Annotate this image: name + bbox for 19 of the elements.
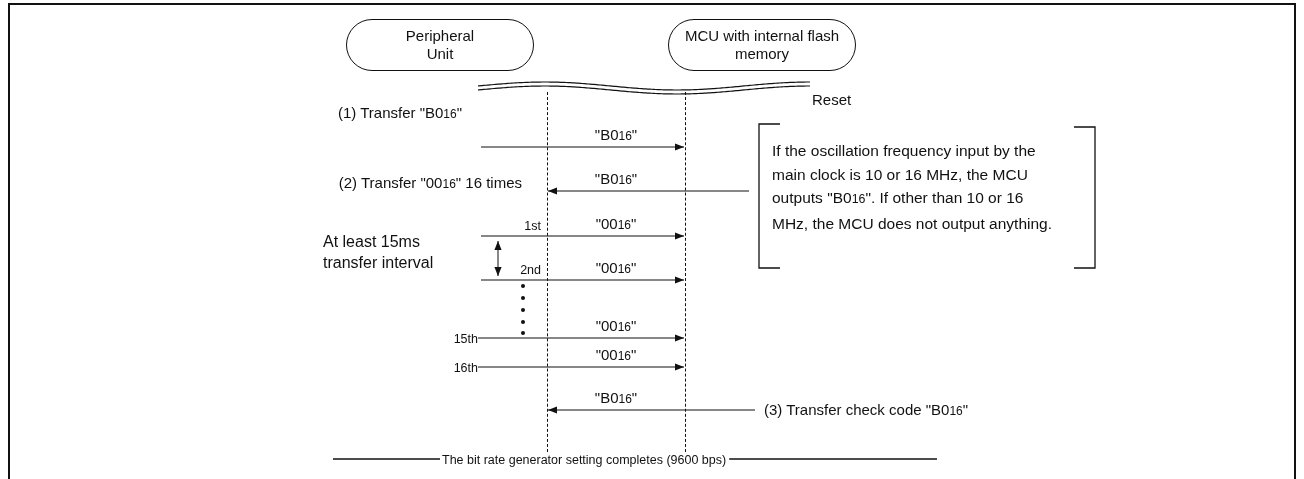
note-bracket-box: [758, 123, 1096, 269]
lifeline: [685, 92, 686, 452]
count-label: 2nd: [520, 262, 541, 279]
arrow: [477, 363, 685, 371]
arrow: [480, 232, 685, 240]
participant-box: MCU with internal flash memory: [668, 19, 856, 71]
arrow: [477, 334, 685, 342]
arrow: [547, 187, 750, 195]
arrow: [480, 276, 685, 284]
arrow: [547, 406, 756, 414]
lifeline: [547, 92, 548, 452]
interval-note: At least 15ms transfer interval: [323, 232, 435, 273]
count-label: 15th: [446, 331, 478, 347]
reset-label: Reset: [812, 91, 852, 109]
arrow: [480, 143, 685, 151]
participant-box: Peripheral Unit: [346, 19, 534, 71]
summary-text: The bit rate generator setting completes (9600 bps): [442, 452, 727, 469]
count-label: 1st: [524, 218, 541, 235]
count-label: 16th: [446, 360, 478, 376]
